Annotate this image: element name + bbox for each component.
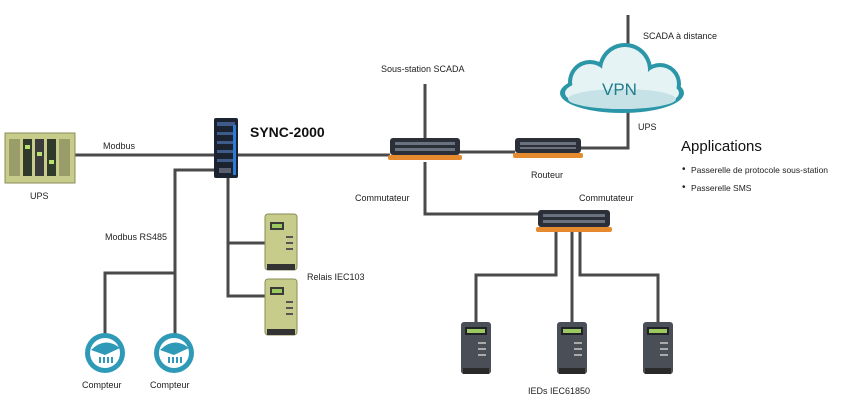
routeur-label: Routeur — [531, 170, 564, 180]
vpn-label: VPN — [602, 80, 637, 99]
sync-2000-device — [214, 118, 238, 178]
router-icon — [513, 138, 583, 158]
ups-left-device — [4, 132, 76, 184]
applications-heading: Applications — [681, 138, 762, 155]
sous-station-label: Sous-station SCADA — [381, 64, 465, 74]
switch-icon-1 — [388, 138, 462, 160]
modbus-rs485-label: Modbus RS485 — [105, 232, 168, 242]
meter-icon-1 — [85, 333, 125, 373]
relais-label: Relais IEC103 — [307, 272, 365, 282]
ied-device-1 — [461, 322, 491, 374]
relais-device-bottom — [264, 278, 298, 336]
vpn-cloud-icon — [560, 43, 684, 113]
ied-device-3 — [643, 322, 673, 374]
commutateur-label-1: Commutateur — [355, 193, 410, 203]
ups-right-label: UPS — [638, 122, 657, 132]
ups-left-label: UPS — [30, 191, 49, 201]
modbus-label: Modbus — [103, 141, 136, 151]
commutateur-label-2: Commutateur — [579, 193, 634, 203]
compteur-label-2: Compteur — [150, 380, 190, 390]
application-item: Passerelle de protocole sous-station — [682, 164, 828, 175]
sync-2000-title: SYNC-2000 — [250, 124, 325, 140]
ieds-label: IEDs IEC61850 — [528, 386, 591, 396]
compteur-label-1: Compteur — [82, 380, 122, 390]
application-item: Passerelle SMS — [682, 182, 828, 193]
switch-icon-2 — [536, 210, 612, 232]
applications-panel: Applications Passerelle de protocole sou… — [681, 138, 828, 201]
relais-device-top — [264, 213, 298, 271]
meter-icon-2 — [154, 333, 194, 373]
connection-lines — [75, 15, 660, 338]
ied-device-2 — [557, 322, 587, 374]
applications-list: Passerelle de protocole sous-station Pas… — [681, 164, 828, 193]
scada-distance-label: SCADA à distance — [643, 31, 718, 41]
